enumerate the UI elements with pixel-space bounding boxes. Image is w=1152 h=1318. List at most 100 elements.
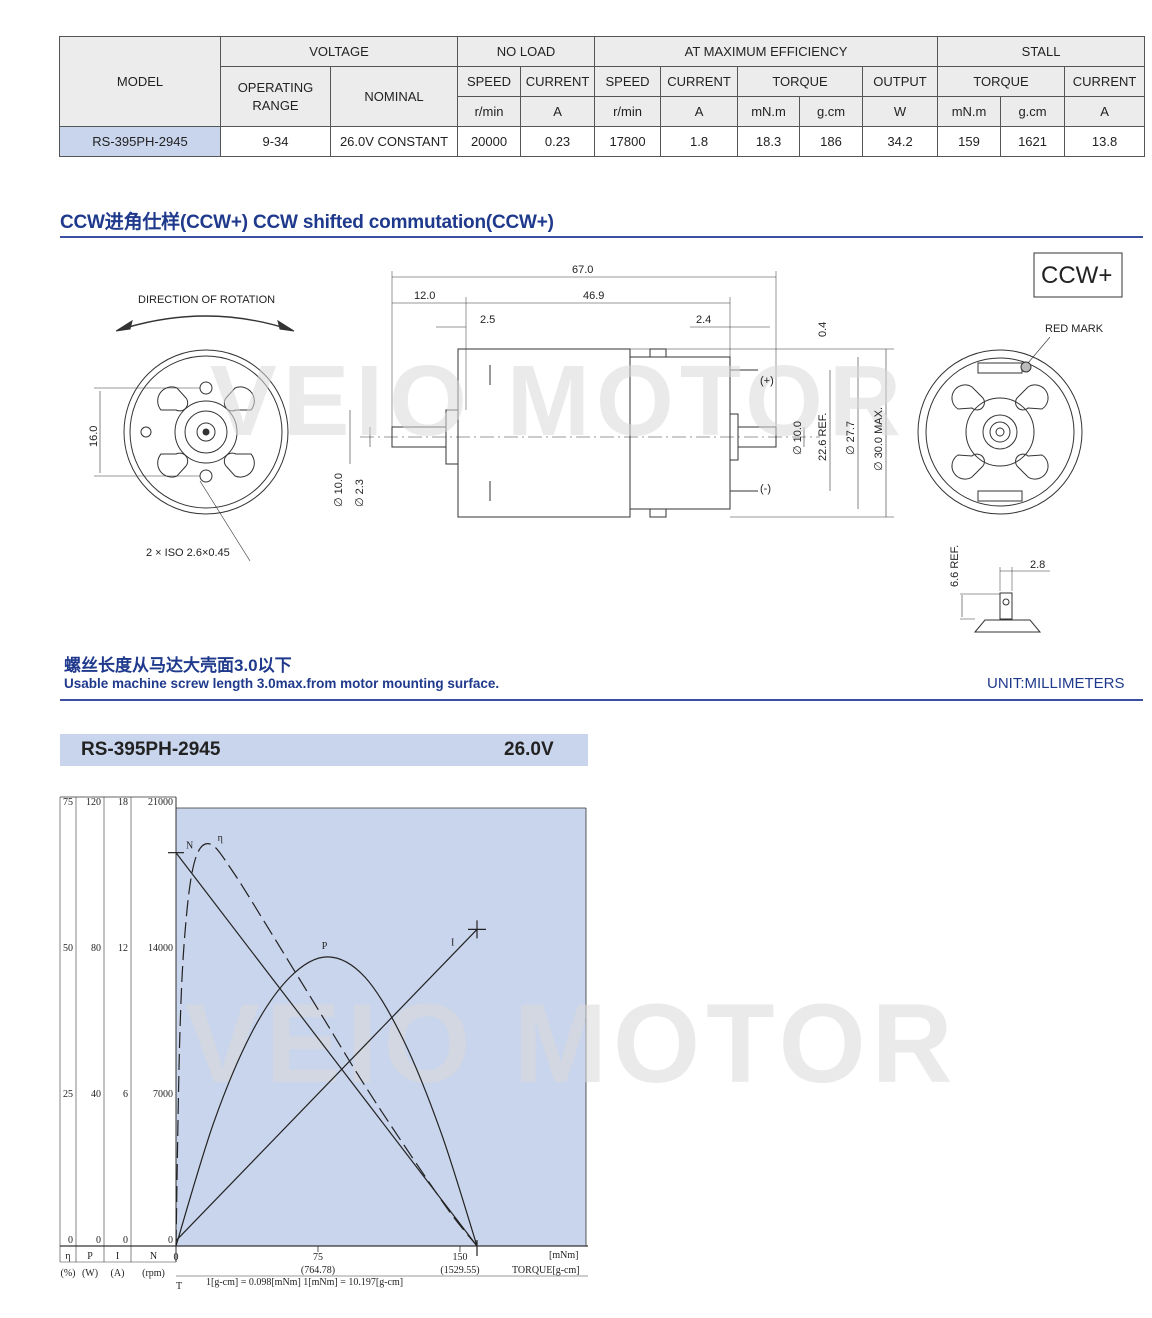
y-tick-A-0: 0	[123, 1235, 128, 1246]
series-label-I: I	[451, 937, 454, 948]
front-view	[94, 315, 295, 562]
red-mark-label: RED MARK	[1045, 323, 1104, 335]
unit-me-output: W	[862, 96, 939, 127]
series-label-eta: η	[218, 833, 223, 844]
cell-me-torque-gcm: 186	[799, 126, 864, 157]
plot-area	[176, 808, 586, 1246]
cell-st-torque-mnm: 159	[937, 126, 1002, 157]
y-tick-W-0: 0	[96, 1235, 101, 1246]
unit-st-torque-mnm: mN.m	[937, 96, 1002, 127]
dim-30-max: ∅ 30.0 MAX.	[873, 407, 885, 471]
y-axis-unit-0: (%)	[61, 1268, 76, 1279]
spec-table: MODEL VOLTAGE NO LOAD AT MAXIMUM EFFICIE…	[59, 36, 1146, 157]
series-line-I	[175, 928, 478, 1242]
header-max-efficiency: AT MAXIMUM EFFICIENCY	[594, 36, 939, 67]
y-axis-unit-3: (rpm)	[142, 1268, 165, 1279]
dim-0-4: 0.4	[817, 322, 829, 337]
ccw-box-label: CCW+	[1041, 262, 1112, 289]
x-tick-gcm-2: (1529.55)	[440, 1265, 479, 1276]
dim-16: 16.0	[88, 426, 100, 447]
y-tick-A-1: 6	[123, 1089, 128, 1100]
y-tick-W-1: 40	[91, 1089, 101, 1100]
y-tick--3: 75	[63, 797, 73, 808]
header-me-current: CURRENT	[660, 66, 739, 97]
cell-me-output: 34.2	[862, 126, 939, 157]
dim-27-7: ∅ 27.7	[845, 421, 857, 455]
y-axis-symbol-1: P	[87, 1251, 93, 1262]
header-nl-current: CURRENT	[520, 66, 596, 97]
x-unit-top: [mNm]	[549, 1250, 578, 1261]
section-rule-bottom	[60, 699, 1143, 701]
y-tick-A-3: 18	[118, 797, 128, 808]
y-tick--2: 50	[63, 943, 73, 954]
stall-current-marker	[468, 920, 486, 939]
back-view	[917, 336, 1083, 633]
y-tick-W-2: 80	[91, 943, 101, 954]
screw-note-en: Usable machine screw length 3.0max.from …	[64, 676, 500, 691]
header-nl-speed: SPEED	[457, 66, 522, 97]
unit-me-speed: r/min	[594, 96, 662, 127]
dim-12: 12.0	[414, 290, 435, 302]
table-row: RS-395PH-2945 9-34 26.0V CONSTANT 20000 …	[59, 126, 1146, 157]
minus-terminal-label: (-)	[760, 483, 771, 495]
unit-me-torque-mnm: mN.m	[737, 96, 801, 127]
series-line-eta	[175, 843, 478, 1247]
y-axis-symbol-0: η	[65, 1251, 70, 1262]
iso-screw-label: 2 × ISO 2.6×0.45	[146, 547, 230, 559]
dim-22-6-ref: 22.6 REF.	[817, 413, 829, 461]
cell-nominal: 26.0V CONSTANT	[329, 126, 459, 157]
conversion-note: 1[g-cm] = 0.098[mNm] 1[mNm] = 10.197[g-c…	[206, 1277, 403, 1288]
y-tick--1: 25	[63, 1089, 73, 1100]
header-me-output: OUTPUT	[862, 66, 939, 97]
cell-st-torque-gcm: 1621	[1000, 126, 1066, 157]
dim-6-6-ref: 6.6 REF.	[949, 545, 961, 587]
dim-2-8: 2.8	[1030, 559, 1045, 571]
header-me-speed: SPEED	[594, 66, 662, 97]
unit-label: UNIT:MILLIMETERS	[987, 675, 1125, 692]
x-tick-mnm-0: 0	[174, 1252, 179, 1263]
x-tick-mnm-1: 75	[313, 1252, 323, 1263]
x-unit-bottom: TORQUE[g-cm]	[512, 1265, 580, 1276]
direction-of-rotation-label: DIRECTION OF ROTATION	[138, 294, 275, 306]
series-line-P	[175, 956, 478, 1247]
dim-shaft-2-3: ∅ 2.3	[354, 479, 366, 507]
side-view	[349, 271, 894, 518]
unit-st-torque-gcm: g.cm	[1000, 96, 1066, 127]
section-title: CCW进角仕样(CCW+) CCW shifted commutation(CC…	[60, 212, 554, 233]
unit-me-torque-gcm: g.cm	[799, 96, 864, 127]
chart-header-band	[60, 734, 588, 766]
chart-model-label: RS-395PH-2945	[81, 739, 221, 760]
series-label-N: N	[186, 841, 193, 852]
dim-46-9: 46.9	[583, 290, 604, 302]
dim-67: 67.0	[572, 264, 593, 276]
dim-2-4: 2.4	[696, 314, 711, 326]
torque-symbol: T	[176, 1281, 182, 1292]
cell-st-current: 13.8	[1064, 126, 1146, 157]
dim-boss-10: ∅ 10.0	[792, 421, 804, 455]
y-tick--0: 0	[68, 1235, 73, 1246]
drawing-watermark: VEIO MOTOR	[210, 345, 907, 457]
y-axis-symbol-3: N	[150, 1251, 157, 1262]
cell-me-torque-mnm: 18.3	[737, 126, 801, 157]
dim-shaft-10: ∅ 10.0	[333, 473, 345, 507]
unit-me-current: A	[660, 96, 739, 127]
cell-me-current: 1.8	[660, 126, 739, 157]
cell-model: RS-395PH-2945	[59, 126, 221, 157]
series-line-N	[175, 852, 478, 1247]
y-tick-rpm-2: 14000	[148, 943, 173, 954]
header-operating-range: OPERATING RANGE	[220, 66, 331, 127]
y-tick-rpm-3: 21000	[148, 797, 173, 808]
unit-nl-speed: r/min	[457, 96, 522, 127]
screw-note-cn: 螺丝长度从马达大壳面3.0以下	[64, 656, 292, 675]
x-tick-mnm-2: 150	[452, 1252, 467, 1263]
y-tick-rpm-1: 7000	[153, 1089, 173, 1100]
cell-nl-current: 0.23	[520, 126, 596, 157]
series-label-P: P	[322, 941, 328, 952]
y-axis-symbol-2: I	[116, 1251, 119, 1262]
dimension-drawing: VEIO MOTOR CCW+ DIRECTION OF ROTATION 2 …	[88, 252, 1123, 633]
chart-voltage-label: 26.0V	[504, 739, 554, 760]
y-axis-unit-1: (W)	[82, 1268, 98, 1279]
header-nominal: NOMINAL	[329, 66, 459, 127]
section-rule-top	[60, 236, 1143, 238]
